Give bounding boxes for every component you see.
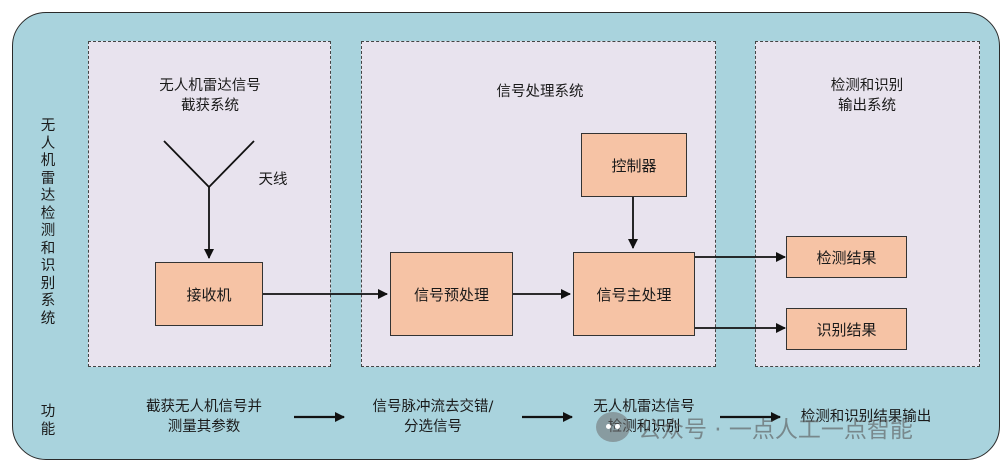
function-label: 功能 [40, 404, 56, 438]
output-panel-title: 检测和识别 输出系统 [830, 78, 904, 114]
main-process-block: 信号主处理 [573, 252, 695, 336]
identify-result-block: 识别结果 [786, 308, 907, 350]
wechat-icon [596, 412, 630, 442]
function-step-2: 信号脉冲流去交错/ 分选信号 [372, 399, 494, 435]
watermark-text: 公众号 · 一点人工一点智能 [638, 417, 913, 443]
function-step-4: 检测和识别结果输出 [800, 409, 932, 425]
system-title: 无人机雷达检测和识别系统 [40, 118, 56, 327]
antenna-icon [163, 140, 255, 188]
receiver-block: 接收机 [155, 262, 263, 326]
acquisition-panel-title: 无人机雷达信号 截获系统 [159, 78, 261, 114]
preprocess-block: 信号预处理 [390, 252, 513, 336]
processing-panel-title: 信号处理系统 [496, 84, 584, 100]
detect-result-block: 检测结果 [786, 236, 907, 278]
antenna-label: 天线 [258, 172, 288, 188]
function-step-1: 截获无人机信号并 测量其参数 [146, 399, 262, 435]
controller-block: 控制器 [581, 133, 687, 197]
watermark: 公众号 · 一点人工一点智能 [596, 410, 913, 444]
